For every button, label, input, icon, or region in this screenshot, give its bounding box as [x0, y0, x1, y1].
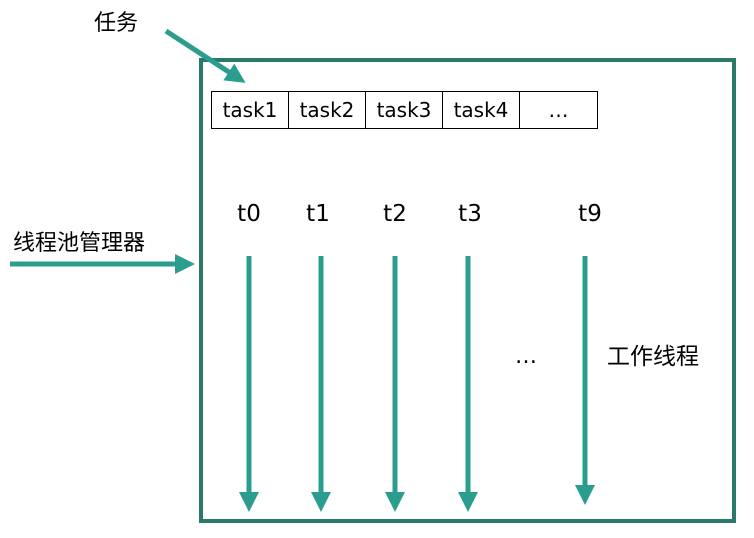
- task-label: 任务: [94, 11, 139, 36]
- threads-ellipsis: …: [515, 344, 537, 369]
- task-cell: task1: [212, 92, 289, 128]
- thread-label-t3: t3: [458, 201, 482, 227]
- pool-manager-label: 线程池管理器: [13, 231, 146, 256]
- thread-label-t1: t1: [306, 201, 330, 227]
- task-pointer-arrow-icon: [164, 28, 246, 83]
- thread-label-t2: t2: [383, 201, 407, 227]
- thread-label-t9: t9: [578, 201, 602, 227]
- task-cell: task2: [289, 92, 366, 128]
- task-queue: task1 task2 task3 task4 …: [211, 91, 598, 129]
- task-cell: task4: [443, 92, 520, 128]
- thread-pool-box: [199, 58, 736, 523]
- task-cell-ellipsis: …: [548, 98, 569, 122]
- task-cell: task3: [366, 92, 443, 128]
- thread-label-t0: t0: [237, 201, 261, 227]
- worker-threads-label: 工作线程: [607, 344, 699, 370]
